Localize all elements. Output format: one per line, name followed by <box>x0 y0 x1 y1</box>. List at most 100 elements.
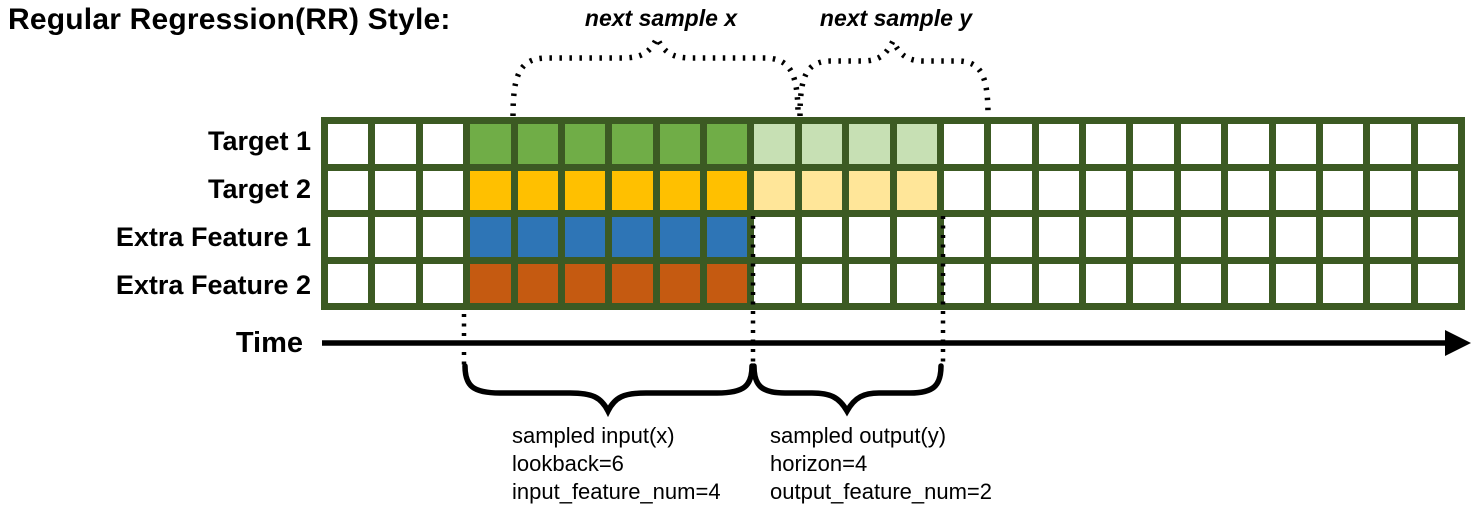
grid-cell <box>1228 170 1269 210</box>
time-axis-arrowhead <box>1445 330 1471 356</box>
grid-cell <box>1370 170 1411 210</box>
grid-cell <box>422 263 464 303</box>
grid-cell <box>422 170 464 210</box>
horizon-line: horizon=4 <box>770 451 868 476</box>
grid-cell <box>1275 263 1316 303</box>
grid-cell <box>375 170 416 210</box>
grid-cell <box>328 170 369 210</box>
grid-cell <box>754 124 795 164</box>
grid-cell <box>1228 124 1269 164</box>
grid-cell <box>896 263 937 303</box>
grid-cell <box>896 170 937 210</box>
grid-cell <box>1228 217 1269 257</box>
grid-cell <box>1038 124 1079 164</box>
grid-cell <box>1370 217 1411 257</box>
grid-cell <box>1370 124 1411 164</box>
sample-grid <box>321 117 1465 310</box>
grid-cell <box>943 217 985 257</box>
grid-cell <box>1133 263 1174 303</box>
grid-cell <box>1180 170 1222 210</box>
grid-cell <box>470 263 511 303</box>
grid-cell <box>1322 217 1364 257</box>
grid-cell <box>896 124 937 164</box>
grid-cell <box>1038 263 1079 303</box>
diagram-title: Regular Regression(RR) Style: <box>8 3 451 36</box>
grid-cell <box>470 217 511 257</box>
grid-cell <box>707 124 748 164</box>
grid-cell <box>1133 170 1174 210</box>
grid-cell <box>328 124 369 164</box>
grid-cell <box>1038 170 1079 210</box>
grid-cell <box>943 124 985 164</box>
grid-cell <box>1275 170 1316 210</box>
grid-cell <box>612 263 653 303</box>
grid-cell <box>1322 263 1364 303</box>
output-feature-num-line: output_feature_num=2 <box>770 479 993 504</box>
sampled-input-brace <box>462 363 755 418</box>
grid-cell <box>612 124 653 164</box>
grid-cell <box>517 263 558 303</box>
grid-cell <box>564 217 606 257</box>
grid-cell <box>1417 124 1458 164</box>
grid-cell <box>328 217 369 257</box>
grid-cell <box>1086 170 1127 210</box>
grid-cell <box>707 217 748 257</box>
grid-cell <box>1086 217 1127 257</box>
grid-cell <box>1322 170 1364 210</box>
grid-cell <box>564 263 606 303</box>
grid-cell <box>801 263 843 303</box>
grid-cell <box>470 170 511 210</box>
sampled-input-annotation: sampled input(x) lookback=6 input_featur… <box>512 422 721 506</box>
grid-cell <box>517 124 558 164</box>
grid-cell <box>375 217 416 257</box>
grid-cell <box>1228 263 1269 303</box>
grid-cell <box>1370 263 1411 303</box>
grid-cell <box>991 263 1032 303</box>
grid-cell <box>707 170 748 210</box>
grid-cell <box>1417 263 1458 303</box>
grid-cell <box>659 124 700 164</box>
grid-cell <box>517 217 558 257</box>
row-labels: Target 1 Target 2 Extra Feature 1 Extra … <box>0 117 311 310</box>
grid-cell <box>801 217 843 257</box>
grid-cell <box>943 263 985 303</box>
grid-cell <box>896 217 937 257</box>
grid-cell <box>754 217 795 257</box>
grid-cell <box>991 170 1032 210</box>
grid-cell <box>1322 124 1364 164</box>
grid-cell <box>1417 217 1458 257</box>
grid-cell <box>754 170 795 210</box>
grid-cell <box>943 170 985 210</box>
grid-cell <box>659 217 700 257</box>
grid-cell <box>328 263 369 303</box>
grid-cell <box>375 124 416 164</box>
row-label-target-1: Target 1 <box>207 125 311 156</box>
sampled-output-annotation: sampled output(y) horizon=4 output_featu… <box>770 422 992 506</box>
grid-cell <box>991 217 1032 257</box>
grid-cell <box>1086 124 1127 164</box>
grid-cell <box>1180 124 1222 164</box>
grid-cell <box>801 124 843 164</box>
input-feature-num-line: input_feature_num=4 <box>512 479 721 504</box>
sampled-output-line: sampled output(y) <box>770 423 947 448</box>
grid-cell <box>612 217 653 257</box>
next-sample-x-brace <box>510 31 801 117</box>
grid-cell <box>375 263 416 303</box>
sampled-output-brace <box>751 363 944 417</box>
grid-cell <box>564 124 606 164</box>
grid-cell <box>1275 217 1316 257</box>
grid-cell <box>707 263 748 303</box>
next-sample-y-label: next sample y <box>819 5 973 31</box>
grid-cell <box>422 217 464 257</box>
grid-cell <box>849 124 890 164</box>
grid-cell <box>564 170 606 210</box>
time-axis-label: Time <box>235 327 303 359</box>
grid-cell <box>1180 217 1222 257</box>
grid-cell <box>849 170 890 210</box>
grid-cell <box>612 170 653 210</box>
lookback-line: lookback=6 <box>512 451 624 476</box>
grid-cell <box>991 124 1032 164</box>
grid-cell <box>659 170 700 210</box>
grid-cell <box>422 124 464 164</box>
grid-cell <box>754 263 795 303</box>
